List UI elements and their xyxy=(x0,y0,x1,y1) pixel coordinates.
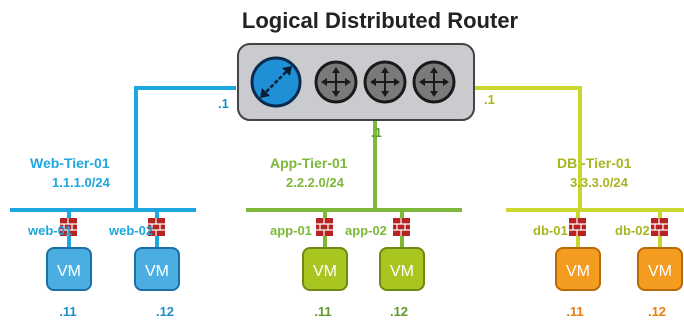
tier-name: DB -Tier-01 xyxy=(557,155,632,171)
web-uplink-ip: .1 xyxy=(218,96,229,111)
vm-box xyxy=(637,247,683,291)
distributed-router-icon xyxy=(250,56,302,108)
vm-name: web-01 xyxy=(27,223,72,238)
vm-label: VM xyxy=(57,263,81,280)
vm-ip: .11 xyxy=(314,304,331,319)
router-icon xyxy=(363,60,407,104)
firewall-icon xyxy=(651,218,668,236)
vm-box xyxy=(379,247,425,291)
tier-subnet: 3.3.3.0/24 xyxy=(570,175,629,190)
vm-label: VM xyxy=(313,263,337,280)
firewall-icon xyxy=(148,218,165,236)
vm-name: app-02 xyxy=(345,223,387,238)
db-uplink-ip: .1 xyxy=(484,92,495,107)
logical-distributed-router xyxy=(237,43,475,121)
vm-name: db-02 xyxy=(615,223,650,238)
vm-ip: .11 xyxy=(566,304,583,319)
vm-box xyxy=(46,247,92,291)
router-icon xyxy=(314,60,358,104)
vm-name: app-01 xyxy=(270,223,312,238)
vm-box xyxy=(302,247,348,291)
vm-label: VM xyxy=(145,263,169,280)
vm-ip: .11 xyxy=(59,304,76,319)
vm-box xyxy=(555,247,601,291)
vm-box xyxy=(134,247,180,291)
vm-label: VM xyxy=(648,263,672,280)
vm-name: web-02 xyxy=(108,223,153,238)
firewall-icon xyxy=(569,218,586,236)
tier-name: Web-Tier-01 xyxy=(30,155,110,171)
vm-label: VM xyxy=(566,263,590,280)
app-uplink-ip: .1 xyxy=(371,125,382,140)
firewall-icon xyxy=(60,218,77,236)
vm-name: db-01 xyxy=(533,223,568,238)
tier-name: App-Tier-01 xyxy=(270,155,348,171)
vm-ip: .12 xyxy=(390,304,408,319)
diagram-title: Logical Distributed Router xyxy=(242,8,519,33)
vm-ip: .12 xyxy=(648,304,666,319)
vm-ip: .12 xyxy=(156,304,174,319)
web-uplink xyxy=(134,86,236,209)
tier-subnet: 2.2.2.0/24 xyxy=(286,175,345,190)
tier-subnet: 1.1.1.0/24 xyxy=(52,175,111,190)
network-links: .1 .1 .1 xyxy=(134,86,582,209)
firewall-icon xyxy=(316,218,333,236)
vm-label: VM xyxy=(390,263,414,280)
db-uplink xyxy=(474,86,582,209)
router-icon xyxy=(412,60,456,104)
firewall-icon xyxy=(393,218,410,236)
